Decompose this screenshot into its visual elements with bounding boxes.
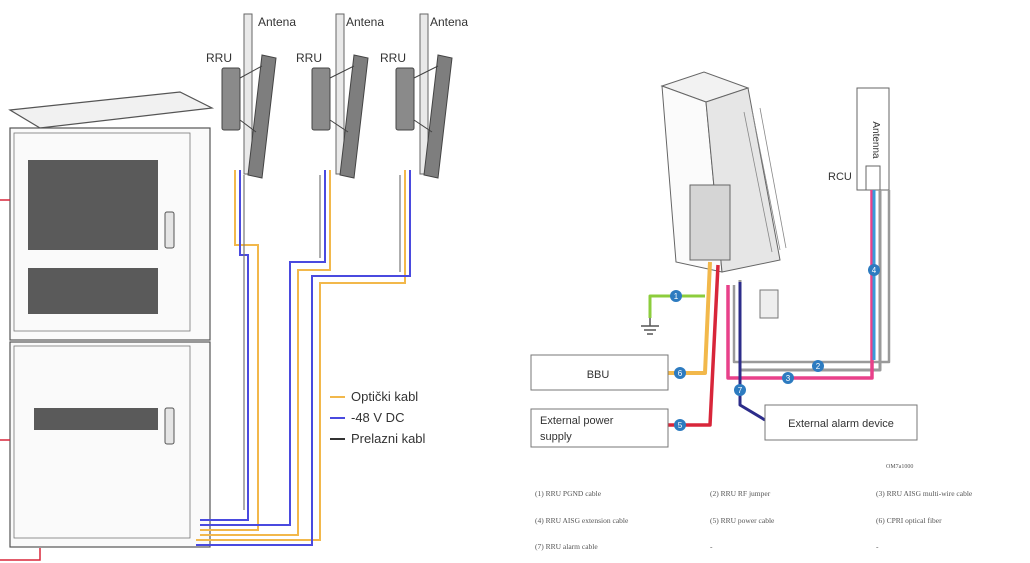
callout-markers: 1 2 3 4 5 6 7 [670,264,880,431]
rru-foot [759,289,779,319]
caption-item: (3) RRU AISG multi-wire cable [876,489,973,498]
callout-marker [812,360,824,372]
callout-number: 3 [786,374,791,383]
rru-label: RRU [296,51,322,65]
legend: Optički kabl -48 V DC Prelazni kabl [330,389,426,446]
rcu-label: RCU [828,171,852,183]
alarm-cable [738,282,766,422]
dc-cable-2 [200,170,326,526]
rcu-module [865,165,881,191]
bottom-cabinet-door [13,345,191,539]
optical-cable-1 [200,170,259,531]
mount-bracket [329,119,349,133]
mount-bracket [413,65,439,79]
top-cabinet-vent-upper [28,160,158,250]
mount-bracket [239,119,257,133]
antenna-label: Antena [346,15,384,29]
rru-antenna-unit-2 [311,13,369,179]
mount-bracket [413,119,433,133]
caption-item: (4) RRU AISG extension cable [535,516,629,525]
external-power-box [530,408,669,448]
rru-box [221,67,241,131]
callout-marker [868,264,880,276]
caption-item: - [710,542,713,551]
cabinet-stack [0,91,215,561]
legend-label: Optički kabl [351,389,418,404]
connector-panel [689,184,731,261]
callout-marker [734,384,746,396]
top-cabinet-door [13,132,191,332]
cpri-optical-fiber [668,261,712,375]
antenna-label: Antena [258,15,296,29]
caption-item: (6) CPRI optical fiber [876,516,942,525]
external-alarm-box [764,404,918,441]
top-cabinet-handle [164,211,175,249]
cable-bundle [196,170,411,546]
mount-bracket [239,65,263,79]
callout-number: 1 [674,292,679,301]
optical-cable-2 [200,170,331,536]
antenna-box-label: Antenna [870,121,881,159]
callout-marker [674,419,686,431]
callout-marker [782,372,794,384]
caption-table: (1) RRU PGND cable (2) RRU RF jumper (3)… [535,489,973,551]
rru-label: RRU [206,51,232,65]
callout-number: 5 [678,421,683,430]
rru-label: RRU [380,51,406,65]
rru-antenna-unit-3 [395,13,453,179]
antenna-panel [339,54,369,179]
dc-cable-3 [196,170,411,546]
antenna-panel [247,54,277,179]
heat-fin [751,109,781,251]
caption-item: (1) RRU PGND cable [535,489,602,498]
legend-label: Prelazni kabl [351,431,426,446]
callout-number: 2 [816,362,821,371]
ground-icon [641,318,659,335]
rru-device [660,71,787,319]
mount-bracket [329,65,355,79]
bottom-cabinet [9,341,211,548]
caption-item: (7) RRU alarm cable [535,542,598,551]
rf-jumper [732,190,891,364]
external-power-label: External power [540,415,614,427]
bbu-box [530,354,669,391]
bottom-cabinet-vent [34,408,158,430]
rru-box [395,67,415,131]
pgnd-cable [648,294,705,318]
top-cabinet-vent-lower [28,268,158,314]
legend-label: -48 V DC [351,410,404,425]
caption-item: - [876,542,879,551]
caption-item: (5) RRU power cable [710,516,775,525]
aisg-multiwire-cable [726,190,874,380]
ground-lead [0,548,41,561]
rru-box [311,67,331,131]
callout-marker [670,290,682,302]
caption-item: (2) RRU RF jumper [710,489,771,498]
external-alarm-label: External alarm device [788,418,894,430]
bottom-cabinet-handle [164,407,175,445]
rru-antenna-unit-1 [221,13,277,179]
optical-cable-3 [196,170,406,541]
callout-marker [674,367,686,379]
antenna-label: Antena [430,15,468,29]
callout-number: 6 [678,369,683,378]
callout-number: 7 [738,386,743,395]
bbu-label: BBU [587,369,610,381]
callout-number: 4 [872,266,877,275]
heat-fin [743,111,773,253]
top-cabinet-roof [8,91,215,129]
heat-fin [759,107,787,249]
dc-cable-1 [200,170,249,521]
figure-code: OM7a1000 [886,464,913,470]
antenna-panel [423,54,453,179]
external-power-label: supply [540,431,572,443]
